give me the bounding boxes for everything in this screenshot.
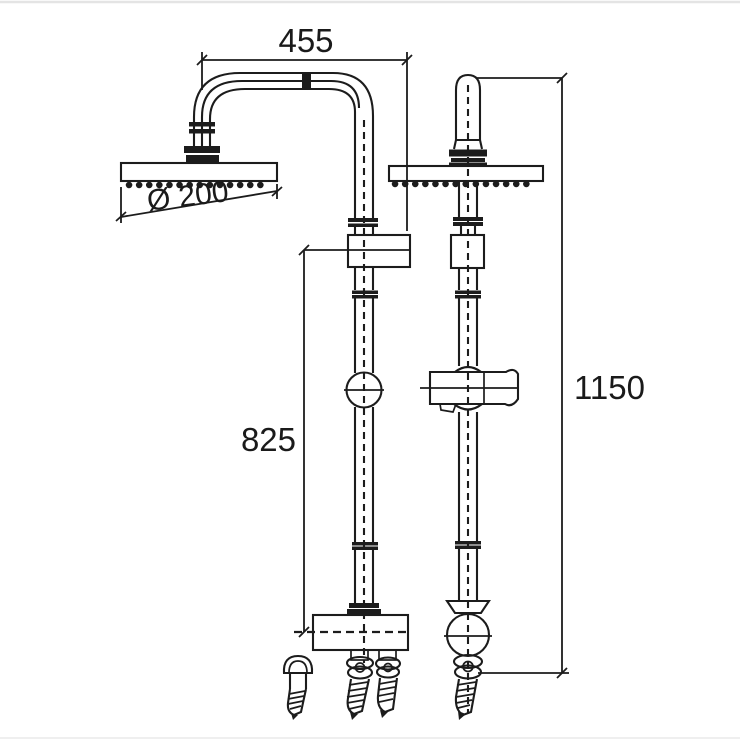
- flex-hose-side: [454, 678, 479, 720]
- dim-label-455: 455: [278, 22, 333, 59]
- dimension-455: 455: [196, 22, 413, 231]
- riser-pipe-front: [344, 218, 412, 615]
- wall-bracket: [346, 233, 412, 269]
- dim-label-1150: 1150: [574, 369, 645, 406]
- dim-label-825: 825: [241, 421, 296, 458]
- front-view: Ø 200: [115, 71, 412, 720]
- head-connector-nut: [184, 146, 220, 163]
- dimension-1150: 1150: [477, 72, 645, 679]
- mixer-valve-body: [294, 613, 410, 661]
- hose-connector-right: [374, 656, 402, 718]
- inlet-screw-fitting: [282, 654, 314, 720]
- hose-connector-left: [345, 655, 375, 720]
- arm-joint-mark: [302, 73, 311, 89]
- slider-clamp: [449, 233, 486, 270]
- shower-head-front: [119, 161, 279, 189]
- shower-arm: [189, 71, 375, 218]
- side-view: [387, 73, 545, 720]
- shower-head-side: [387, 164, 545, 188]
- dimension-825: 825: [241, 244, 410, 638]
